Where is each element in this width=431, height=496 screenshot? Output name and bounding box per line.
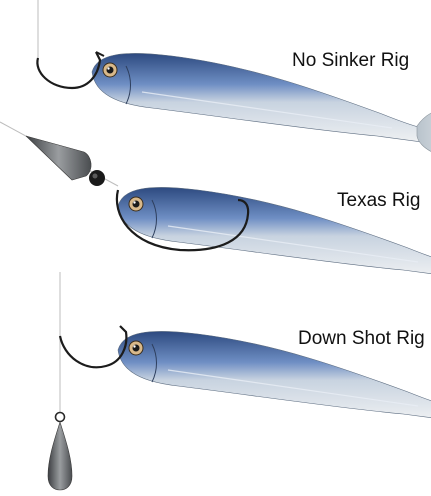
down-shot-rig-label: Down Shot Rig <box>298 328 425 349</box>
no-sinker-rig <box>36 0 431 154</box>
drop-shot-sinker <box>47 420 73 491</box>
no-sinker-rig-label: No Sinker Rig <box>292 50 410 71</box>
hook <box>115 189 250 252</box>
hook <box>58 325 128 369</box>
bead <box>89 170 105 186</box>
down-shot-rig <box>47 272 431 491</box>
texas-rig-label: Texas Rig <box>337 190 421 211</box>
swivel-ring <box>54 411 66 423</box>
bullet-sinker <box>25 135 92 181</box>
texas-rig <box>0 121 431 288</box>
hook <box>36 51 102 90</box>
